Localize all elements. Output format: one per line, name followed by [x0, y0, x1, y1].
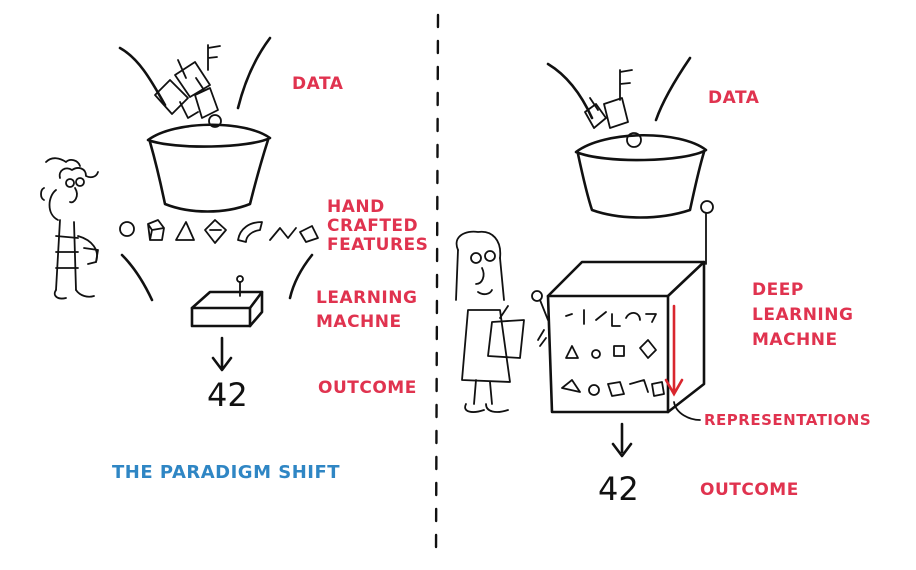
left-flow-curves	[120, 253, 314, 302]
deep-learning-machine-label: DEEP LEARNING MACHNE	[752, 280, 854, 350]
right-output-arrow	[611, 422, 633, 458]
left-learning-machine-label: LEARNING MACHNE	[316, 288, 418, 332]
left-outcome-value: 42	[207, 376, 248, 414]
woman-character	[455, 230, 525, 413]
left-data-label: DATA	[292, 74, 344, 94]
hand-crafted-feature-shapes	[119, 219, 319, 244]
right-outcome-value: 42	[598, 470, 639, 508]
representations-arrow	[664, 304, 701, 421]
man-character	[40, 157, 99, 300]
hand-crafted-features-label: HAND CRAFTED FEATURES	[327, 197, 429, 255]
right-data-funnel	[546, 56, 708, 219]
deep-learning-machine-box	[531, 200, 714, 414]
paradigm-shift-title: THE PARADIGM SHIFT	[112, 462, 341, 483]
left-data-funnel	[118, 36, 272, 213]
divider-line	[434, 13, 440, 558]
representations-label: REPRESENTATIONS	[704, 411, 872, 429]
right-data-label: DATA	[708, 88, 760, 108]
left-learning-machine	[190, 275, 264, 372]
right-outcome-label: OUTCOME	[700, 480, 799, 500]
left-outcome-label: OUTCOME	[318, 378, 417, 398]
